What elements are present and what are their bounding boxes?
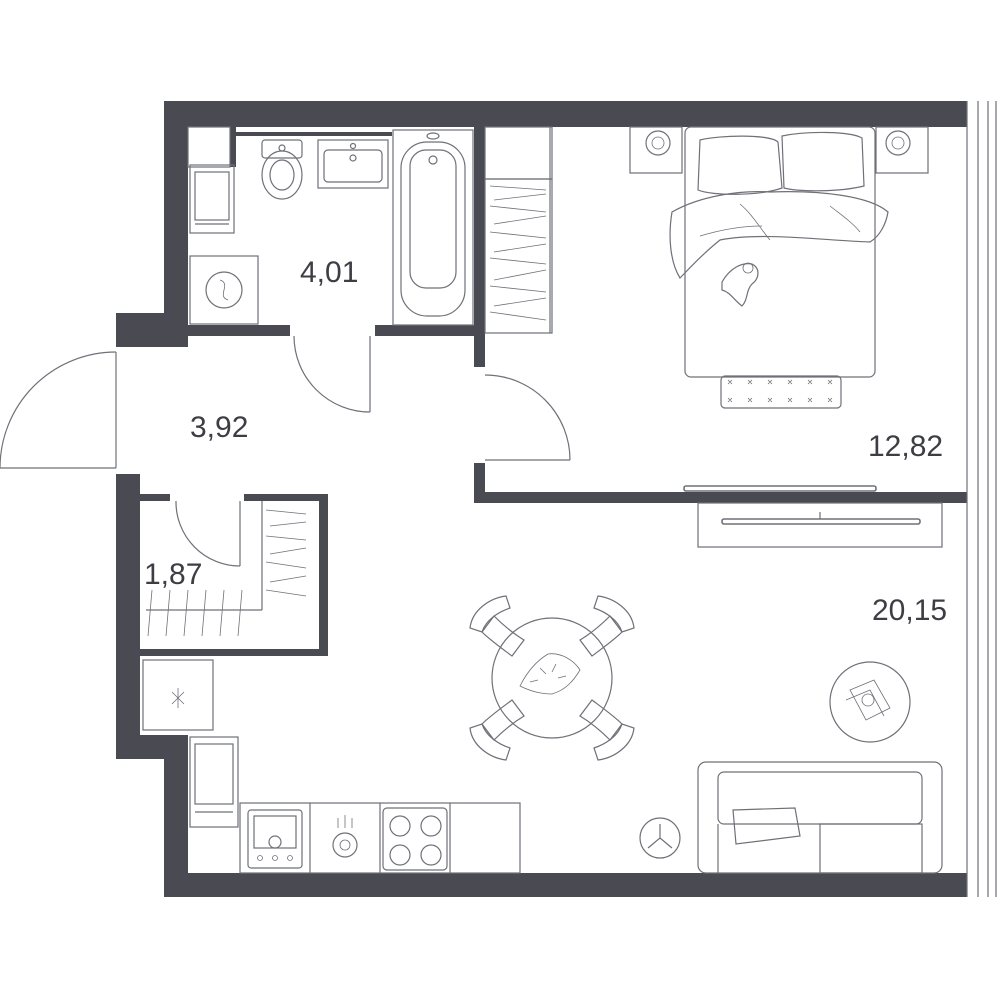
bedroom-area-label: 12,82 (868, 430, 943, 463)
bathroom-fixtures (187, 126, 474, 326)
living-furniture (469, 502, 943, 874)
dining-chairs (469, 595, 635, 761)
window-right (966, 101, 997, 897)
living-area-label: 20,15 (872, 594, 947, 627)
walls (116, 101, 967, 897)
doors (0, 335, 571, 567)
kitchen-counter (239, 802, 521, 874)
closet-area-label: 1,87 (144, 558, 202, 591)
rug-crosses (727, 379, 833, 403)
closet-shelves (146, 501, 307, 637)
bedroom-furniture (629, 126, 929, 492)
bedroom-wardrobe (484, 126, 553, 334)
hallway-built-ins (142, 659, 239, 828)
bathroom-area-label: 4,01 (300, 256, 358, 289)
hallway-area-label: 3,92 (190, 411, 248, 444)
